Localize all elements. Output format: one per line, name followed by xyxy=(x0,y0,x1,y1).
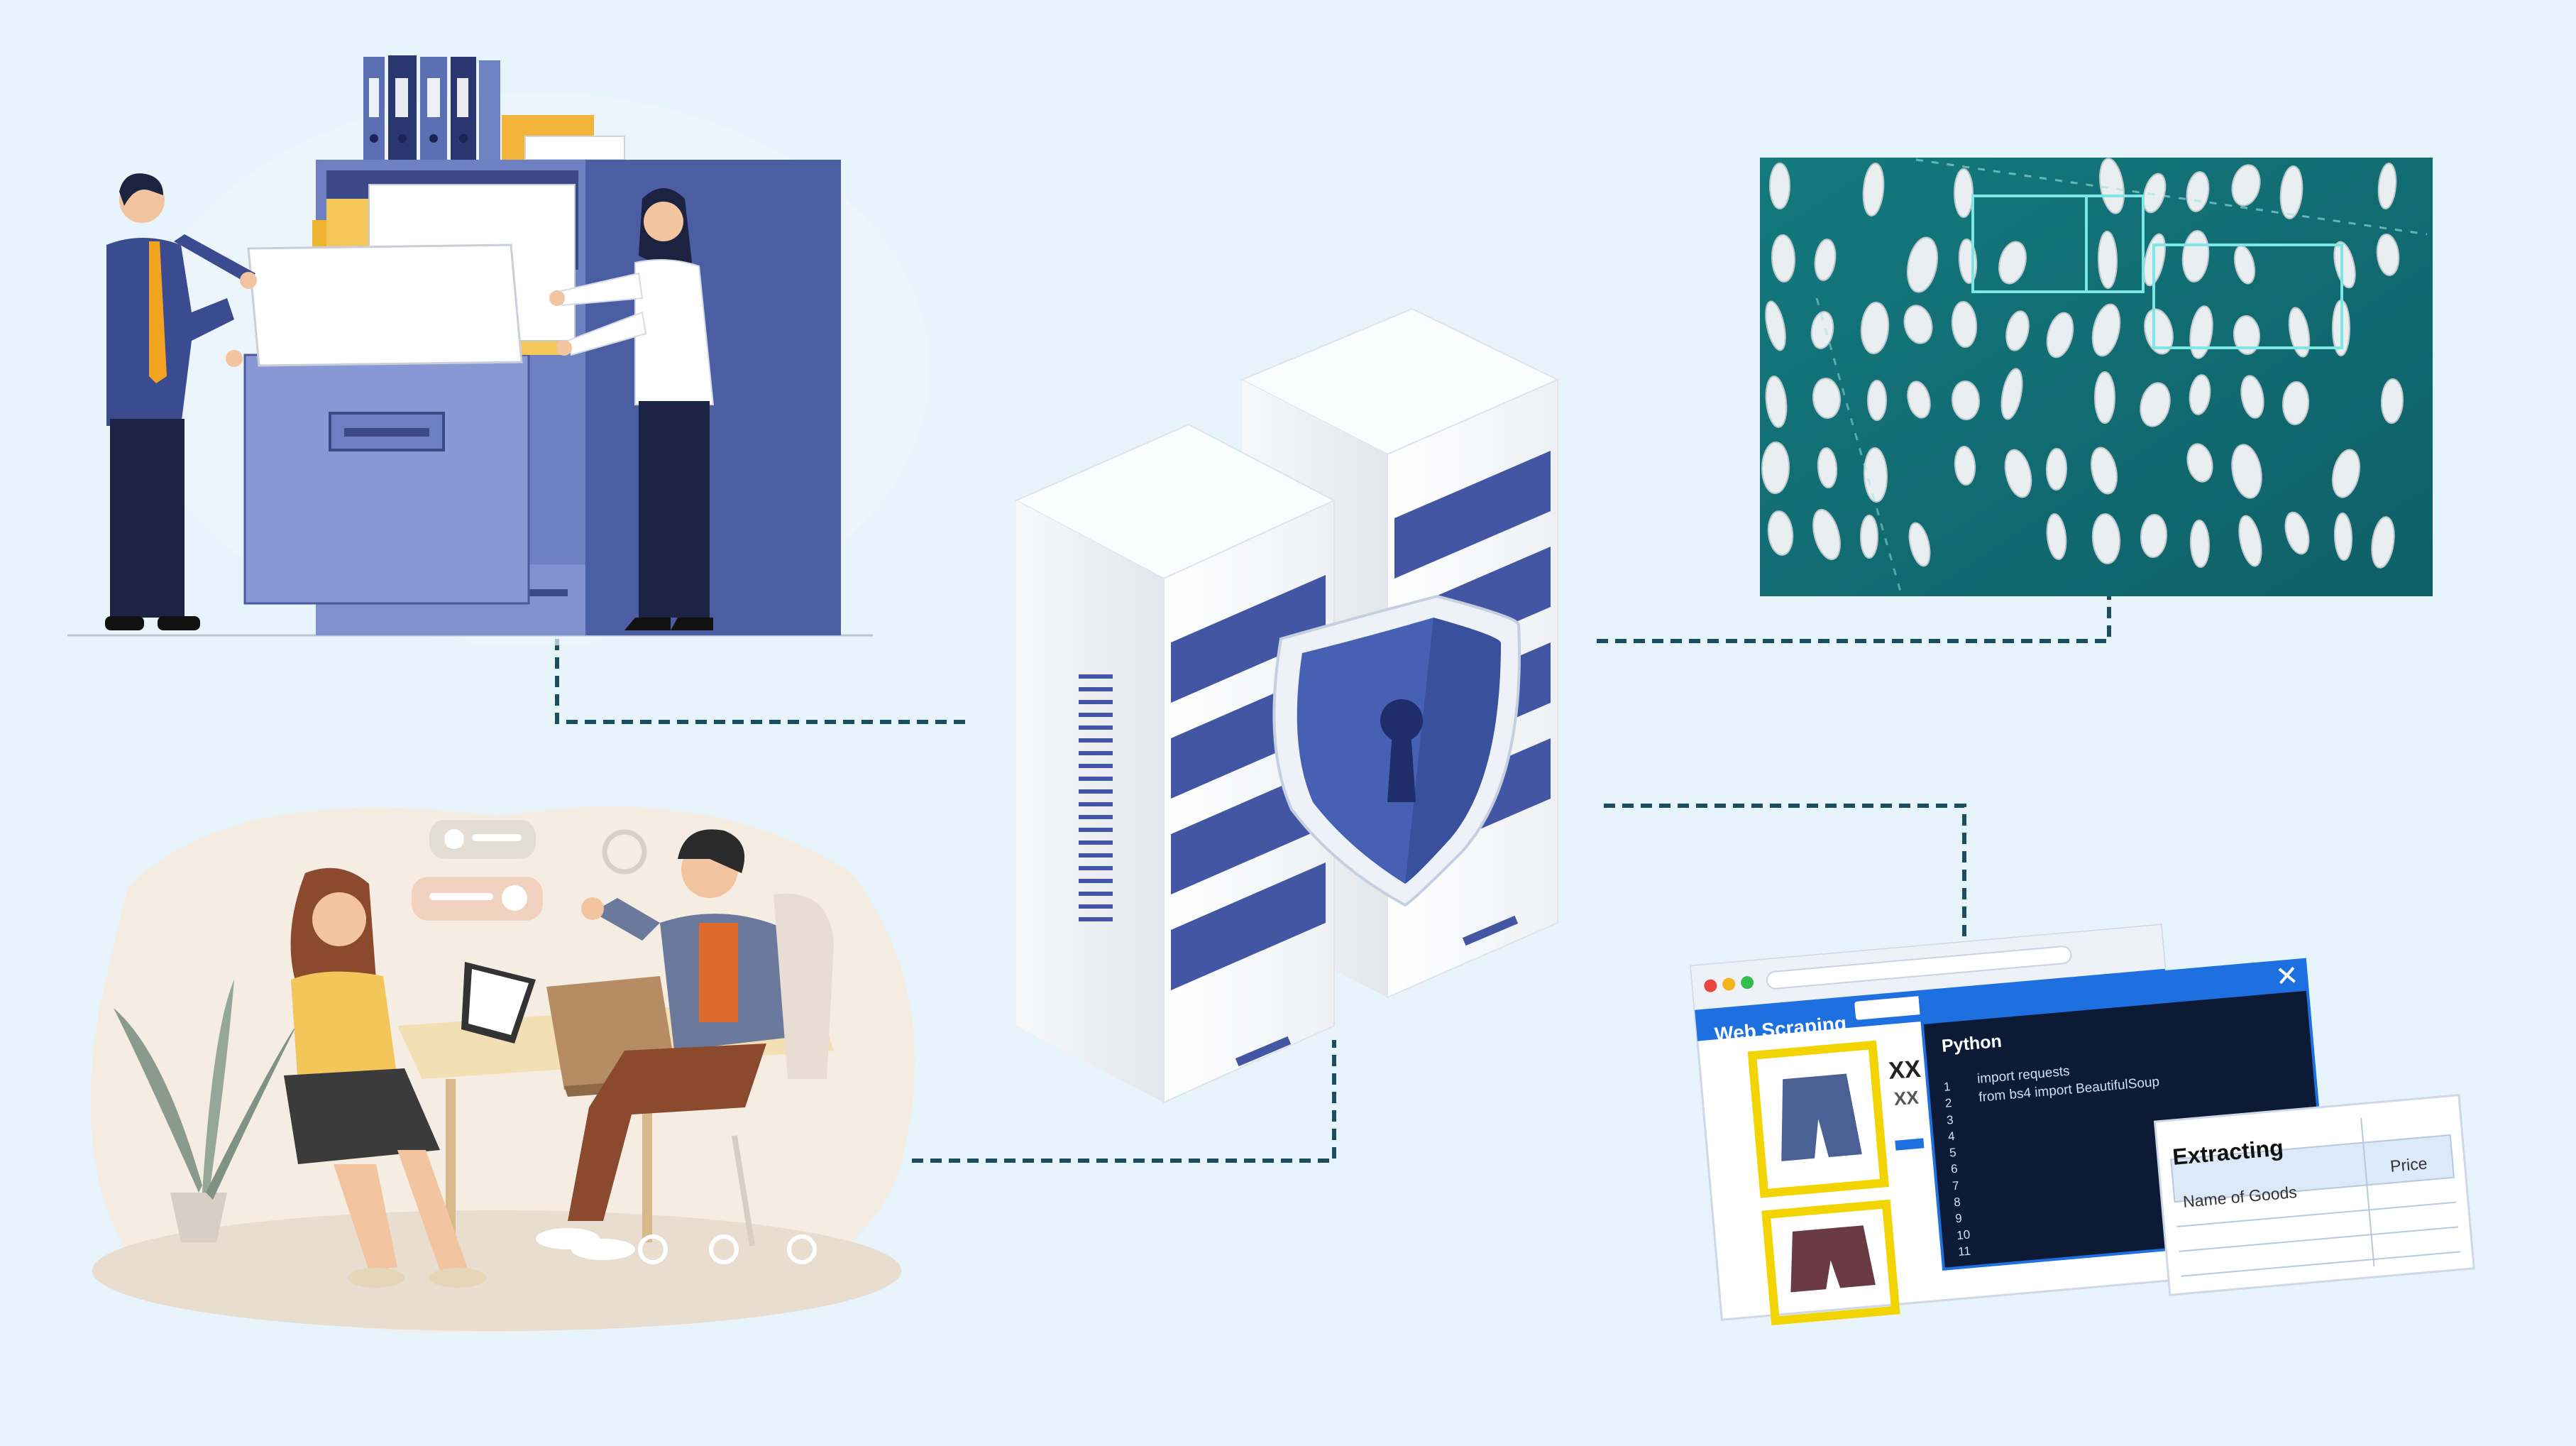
boat-shape xyxy=(1907,380,1931,419)
boat-shape xyxy=(2189,520,2211,568)
boat-shape xyxy=(1767,510,1794,556)
boat-shape xyxy=(1812,508,1841,561)
line-number: 5 xyxy=(1949,1146,1957,1160)
boat-shape xyxy=(2231,164,2261,207)
line-number: 3 xyxy=(1946,1112,1954,1127)
boat-shape xyxy=(2005,310,2030,351)
boat-shape xyxy=(1761,442,1790,494)
boat-shape xyxy=(2333,241,2356,289)
line-number: 2 xyxy=(1944,1096,1953,1111)
boat-shape xyxy=(1954,168,1974,218)
boat-shape xyxy=(2000,368,2023,420)
aerial-boats-photo xyxy=(1760,158,2433,597)
boat-shape xyxy=(2233,315,2261,355)
boat-shape xyxy=(2240,375,2264,419)
connector-aerial xyxy=(1597,596,2111,643)
connector-lines xyxy=(555,596,2111,1163)
filing-cabinet-illustration xyxy=(67,55,930,646)
line-number: 10 xyxy=(1956,1227,1971,1242)
boat-shape xyxy=(1860,515,1878,559)
boat-shape xyxy=(2099,158,2125,214)
line-number: 11 xyxy=(1957,1244,1971,1259)
product-subheading: XX xyxy=(1893,1086,1920,1110)
boat-shape xyxy=(1769,163,1790,209)
boat-shape xyxy=(2238,515,2262,567)
man-figure xyxy=(105,173,257,630)
boat-shape xyxy=(2091,303,2121,357)
boat-shape xyxy=(2091,513,2121,564)
boat-shape xyxy=(1951,301,1978,348)
boat-shape xyxy=(2186,171,2210,212)
boat-shape xyxy=(2284,511,2310,555)
connector-meeting xyxy=(912,1040,1336,1163)
boat-shape xyxy=(2186,443,2213,483)
boat-shape xyxy=(2140,382,2171,427)
boat-shape xyxy=(1907,236,1938,293)
plant-icon xyxy=(114,980,298,1242)
boat-shape xyxy=(1812,378,1842,419)
boat-shape xyxy=(1951,380,1981,420)
boat-shape xyxy=(1862,163,1885,217)
boat-shape xyxy=(1863,447,1888,503)
boat-shape xyxy=(2189,305,2213,359)
boat-shape xyxy=(2332,449,2360,498)
boat-shape xyxy=(2091,447,2118,495)
boat-shape xyxy=(2097,231,2118,289)
table-column-price: Price xyxy=(2389,1154,2428,1176)
boat-shape xyxy=(2189,374,2211,415)
boat-shape xyxy=(2231,444,2262,499)
boat-shape xyxy=(2279,165,2303,219)
boat-shape xyxy=(1814,239,1837,281)
line-number: 1 xyxy=(1943,1080,1952,1094)
shield-lock-icon xyxy=(1272,594,1521,907)
boat-shape xyxy=(1903,305,1933,344)
server-rack-with-shield-icon xyxy=(1014,307,1560,1104)
boat-shape xyxy=(2045,448,2068,491)
boat-shape xyxy=(2046,312,2074,358)
boat-shape xyxy=(1771,234,1796,283)
boat-shape xyxy=(2377,163,2397,209)
woman-figure xyxy=(549,188,715,630)
boat-shape xyxy=(2333,513,2353,561)
line-number: 4 xyxy=(1947,1129,1956,1144)
boat-shape xyxy=(2046,513,2067,560)
boat-shape xyxy=(2140,514,2168,558)
boat-shape xyxy=(2376,234,2400,276)
boat-shape xyxy=(1810,311,1834,349)
boat-shape xyxy=(1765,376,1788,428)
server-vents xyxy=(1079,674,1113,921)
boat-shape xyxy=(2380,378,2404,424)
woman-seated xyxy=(284,867,486,1288)
boat-shape xyxy=(2281,381,2310,425)
boat-shape xyxy=(2288,307,2311,358)
product-heading: XX xyxy=(1888,1055,1922,1085)
boat-shape xyxy=(1867,380,1887,421)
man-seated xyxy=(536,829,834,1264)
boat-shape xyxy=(1817,447,1838,488)
browser-window-illustration xyxy=(1690,924,2475,1325)
line-number: 8 xyxy=(1953,1195,1961,1210)
binders-icon xyxy=(363,55,625,160)
boat-shape xyxy=(1998,241,2027,285)
boat-shape xyxy=(2371,516,2395,569)
boat-shape xyxy=(2094,371,2115,424)
boat-shape xyxy=(1860,302,1890,354)
detection-boxes xyxy=(1971,195,2343,349)
boat-shape xyxy=(1765,300,1786,351)
people-meeting-illustration xyxy=(90,806,915,1332)
line-number: 7 xyxy=(1952,1178,1960,1193)
boat-shape xyxy=(1954,446,1976,486)
connector-archive xyxy=(555,639,972,724)
boat-shape xyxy=(1908,522,1931,567)
connector-web xyxy=(1604,804,1966,944)
line-number: 9 xyxy=(1954,1211,1963,1226)
line-number: 6 xyxy=(1950,1162,1959,1176)
boat-shape xyxy=(2004,449,2032,498)
